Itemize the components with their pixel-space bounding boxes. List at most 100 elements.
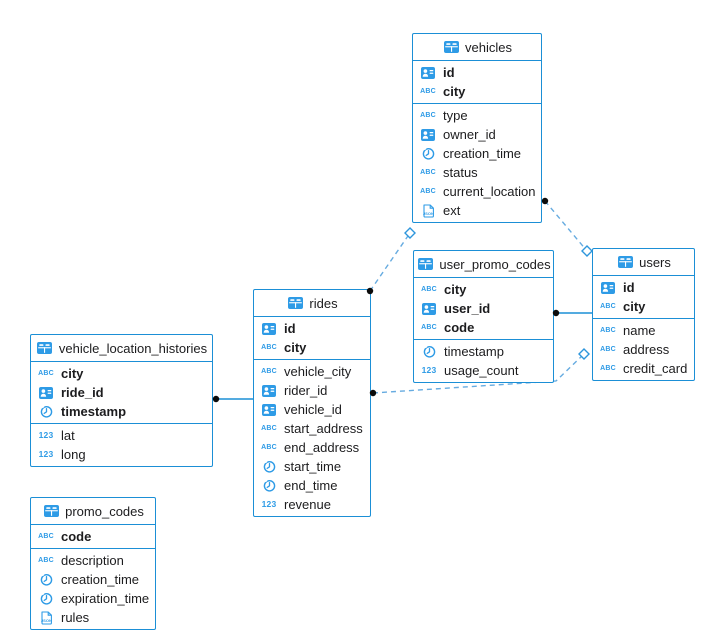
field-label: credit_card	[623, 361, 688, 376]
field-label: name	[623, 323, 656, 338]
table-name: vehicles	[465, 39, 512, 55]
text-type-icon: ABC	[421, 324, 437, 331]
id-badge-icon	[260, 403, 278, 416]
field-label: usage_count	[444, 363, 519, 378]
field-row-id[interactable]: id	[254, 319, 370, 338]
table-name: rides	[309, 295, 338, 311]
field-label: city	[623, 299, 646, 314]
field-row-id[interactable]: id	[413, 63, 541, 82]
text-type-icon: ABC	[420, 112, 436, 119]
field-label: id	[284, 321, 296, 336]
relation-diamond-endpoint	[404, 227, 416, 239]
field-label: type	[443, 108, 468, 123]
field-row-type[interactable]: ABC type	[413, 106, 541, 125]
table-icon	[416, 258, 434, 270]
table-header[interactable]: vehicles	[413, 34, 541, 61]
field-label: current_location	[443, 184, 536, 199]
field-label: vehicle_city	[284, 364, 352, 379]
id-badge-icon	[599, 281, 617, 294]
table-header[interactable]: users	[593, 249, 694, 276]
field-row-user_id[interactable]: user_id	[414, 299, 553, 318]
svg-text:JSON: JSON	[422, 211, 433, 216]
table-header[interactable]: user_promo_codes	[414, 251, 553, 278]
table-header[interactable]: vehicle_location_histories	[31, 335, 212, 362]
field-label: lat	[61, 428, 75, 443]
text-type-icon: ABC	[420, 169, 436, 176]
id-badge-icon	[260, 384, 278, 397]
field-row-id[interactable]: id	[593, 278, 694, 297]
field-row-timestamp[interactable]: timestamp	[31, 402, 212, 421]
field-row-end_address[interactable]: ABC end_address	[254, 438, 370, 457]
field-row-creation_time[interactable]: creation_time	[31, 570, 155, 589]
field-label: city	[444, 282, 467, 297]
clock-icon	[420, 345, 438, 358]
number-type-icon: 123	[421, 365, 437, 376]
number-type-icon: 123	[261, 499, 277, 510]
field-row-expiration_time[interactable]: expiration_time	[31, 589, 155, 608]
id-badge-icon	[419, 128, 437, 141]
table-icon	[286, 297, 304, 309]
field-row-rider_id[interactable]: rider_id	[254, 381, 370, 400]
id-badge-icon	[260, 322, 278, 335]
field-label: long	[61, 447, 86, 462]
table-icon	[442, 41, 460, 53]
table-header[interactable]: rides	[254, 290, 370, 317]
field-label: owner_id	[443, 127, 496, 142]
field-row-usage_count[interactable]: 123 usage_count	[414, 361, 553, 380]
text-type-icon: ABC	[38, 533, 54, 540]
field-label: vehicle_id	[284, 402, 342, 417]
field-row-creation_time[interactable]: creation_time	[413, 144, 541, 163]
text-type-icon: ABC	[420, 88, 436, 95]
number-type-icon: 123	[38, 430, 54, 441]
field-label: status	[443, 165, 478, 180]
field-row-ride_id[interactable]: ride_id	[31, 383, 212, 402]
field-row-timestamp[interactable]: timestamp	[414, 342, 553, 361]
field-label: end_address	[284, 440, 360, 455]
field-row-lat[interactable]: 123 lat	[31, 426, 212, 445]
field-label: end_time	[284, 478, 338, 493]
field-row-status[interactable]: ABC status	[413, 163, 541, 182]
field-row-owner_id[interactable]: owner_id	[413, 125, 541, 144]
text-type-icon: ABC	[261, 444, 277, 451]
field-row-end_time[interactable]: end_time	[254, 476, 370, 495]
field-row-long[interactable]: 123 long	[31, 445, 212, 464]
field-row-start_time[interactable]: start_time	[254, 457, 370, 476]
number-type-icon: 123	[38, 449, 54, 460]
field-row-vehicle_id[interactable]: vehicle_id	[254, 400, 370, 419]
clock-icon	[260, 460, 278, 473]
field-label: id	[443, 65, 455, 80]
text-type-icon: ABC	[261, 425, 277, 432]
table-header[interactable]: promo_codes	[31, 498, 155, 525]
table-name: users	[639, 254, 671, 270]
